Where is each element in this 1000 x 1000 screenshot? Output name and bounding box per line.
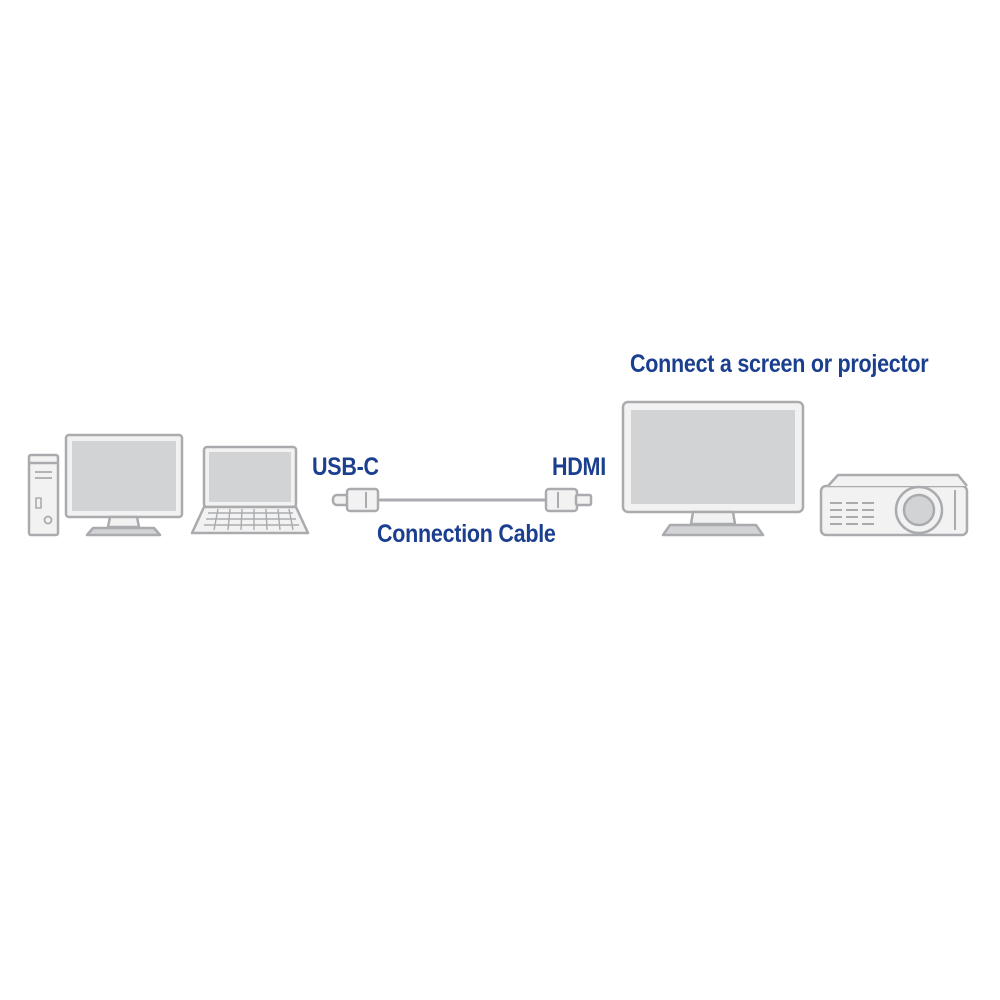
hdmi-label: HDMI [552, 453, 606, 481]
large-monitor-icon [621, 400, 805, 537]
hdmi-plug-icon [544, 487, 593, 513]
usb-c-label: USB-C [312, 453, 379, 481]
desktop-tower-icon [27, 453, 60, 537]
usb-c-plug-icon [331, 487, 380, 513]
desktop-monitor-icon [64, 433, 184, 537]
projector-icon [819, 473, 969, 537]
connect-screen-label: Connect a screen or projector [630, 350, 929, 378]
connection-cable-label: Connection Cable [377, 520, 556, 548]
laptop-icon [190, 445, 310, 535]
